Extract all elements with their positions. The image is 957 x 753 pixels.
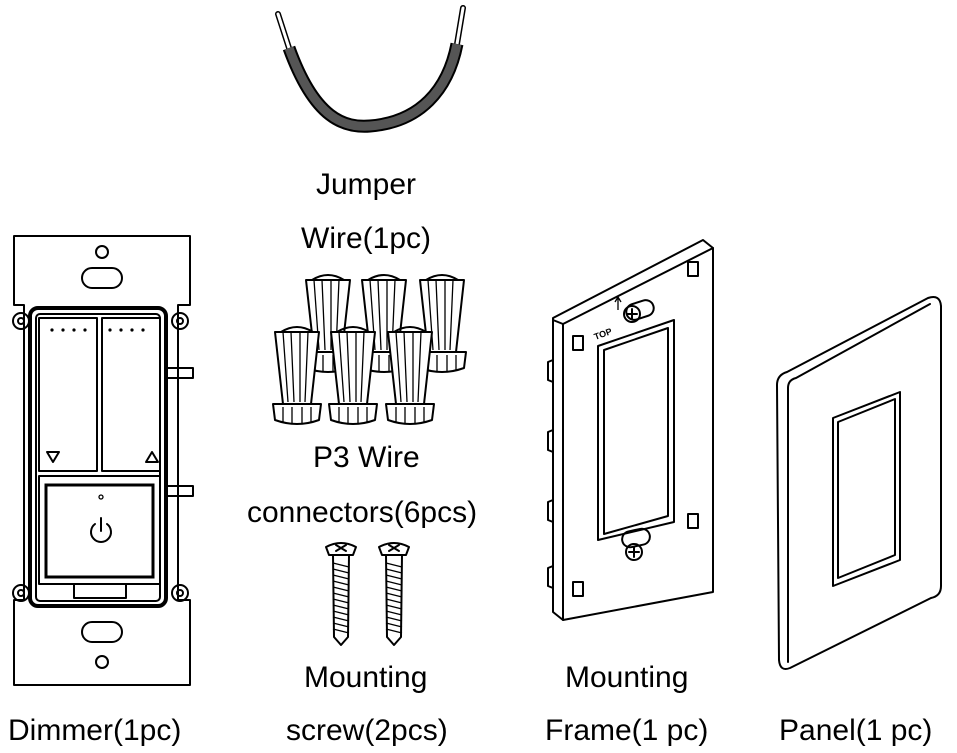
dimmer-illustration [12,235,194,686]
wire-connectors-illustration [272,274,467,425]
mounting-frame-illustration [547,239,714,621]
panel-label: Panel(1 pc) [779,714,933,747]
mounting-screws-illustration [325,542,410,646]
jumper-wire-label-line2: Wire(1pc) [301,222,432,255]
mounting-screw-label-line2: screw(2pcs) [286,714,448,747]
jumper-wire-illustration [275,5,466,133]
dimmer-label: Dimmer(1pc) [8,714,182,747]
mounting-screw-label-line1: Mounting [304,661,428,694]
jumper-wire-label-line1: Jumper [316,168,417,201]
mounting-frame-label-line2: Frame(1 pc) [545,714,709,747]
panel-illustration [776,296,942,670]
wire-connectors-label-line1: P3 Wire [313,441,420,474]
wire-connectors-label-line2: connectors(6pcs) [247,496,478,529]
mounting-frame-label-line1: Mounting [565,661,689,694]
